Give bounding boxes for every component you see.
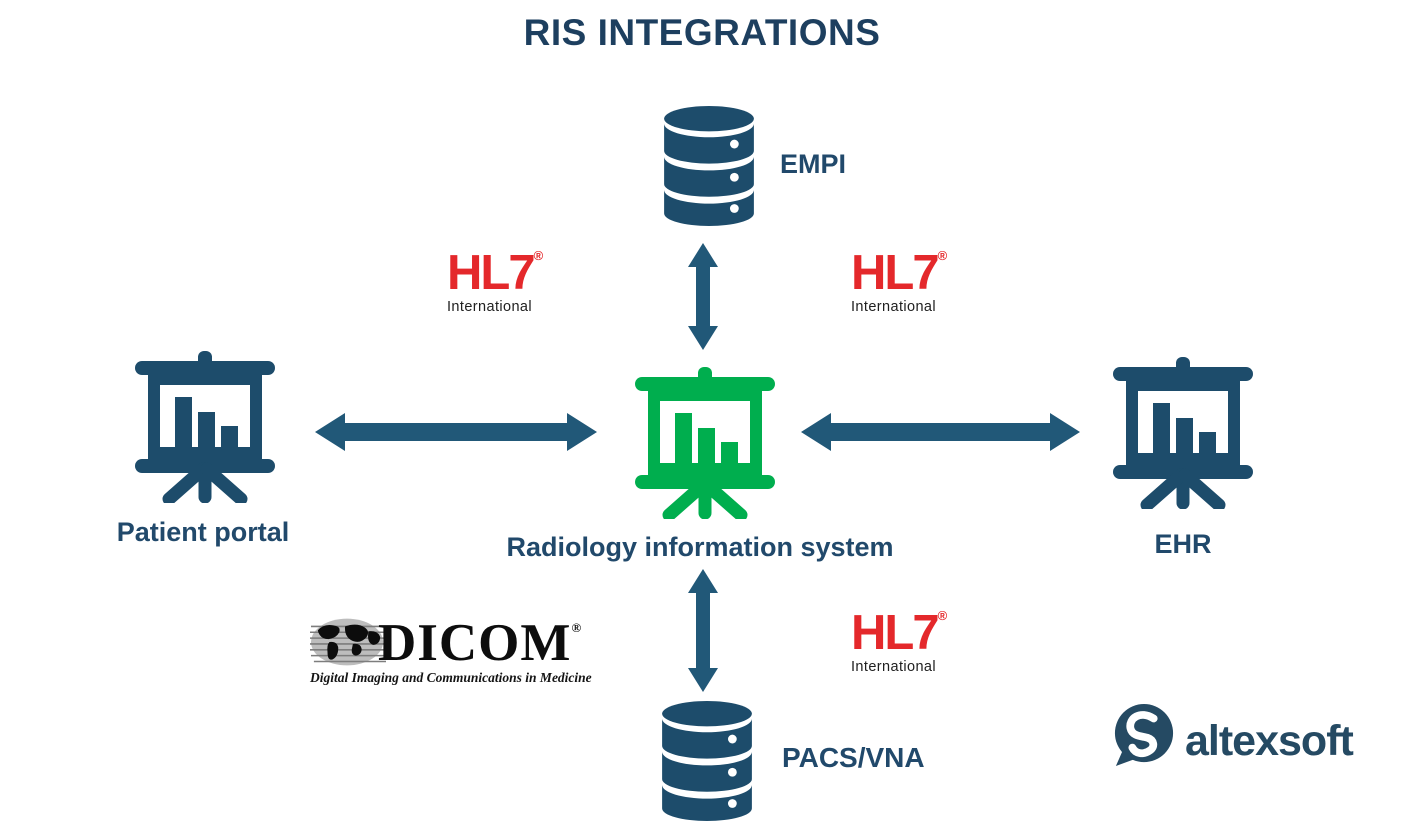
hl7-subtitle: International [851, 299, 937, 316]
altexsoft-logo: altexsoft [1113, 702, 1354, 768]
dicom-wordmark: DICOM [378, 614, 572, 673]
hl7-logo-top-right: HL7® International [851, 249, 947, 316]
dicom-logo: DICOM® Digital Imaging and Communication… [310, 617, 592, 686]
empi-label: EMPI [780, 149, 847, 179]
presentation-board-icon-ris [635, 367, 775, 519]
dicom-registered-mark: ® [571, 620, 583, 636]
arrow-ris-ehr [801, 413, 1080, 451]
dicom-tagline: Digital Imaging and Communications in Me… [310, 670, 592, 685]
dicom-globe-icon [310, 618, 386, 666]
hl7-registered-mark: ® [937, 608, 948, 623]
hl7-wordmark: HL7 [851, 246, 940, 300]
patient-portal-label: Patient portal [116, 517, 290, 547]
arrow-empi-ris [688, 243, 718, 350]
pacs-label: PACS/VNA [782, 742, 925, 773]
altexsoft-wordmark: altexsoft [1185, 716, 1354, 765]
hl7-wordmark: HL7 [851, 606, 940, 660]
hl7-registered-mark: ® [533, 248, 544, 263]
presentation-board-icon-ehr [1113, 357, 1253, 509]
diagram-title: RIS INTEGRATIONS [523, 12, 881, 53]
hl7-subtitle: International [851, 659, 937, 676]
database-icon-empi [664, 106, 754, 227]
hl7-registered-mark: ® [937, 248, 948, 263]
hl7-subtitle: International [447, 299, 533, 316]
database-icon-pacs [662, 701, 752, 822]
ehr-label: EHR [1154, 529, 1212, 559]
altexsoft-mark-icon [1114, 704, 1174, 766]
arrow-patient-portal-ris [315, 413, 597, 451]
presentation-board-icon-patient-portal [135, 351, 275, 503]
arrow-ris-pacs [688, 569, 718, 692]
hl7-logo-bottom-right: HL7® International [851, 609, 947, 676]
ris-label: Radiology information system [506, 532, 894, 562]
hl7-logo-top-left: HL7® International [447, 249, 543, 316]
hl7-wordmark: HL7 [447, 246, 536, 300]
